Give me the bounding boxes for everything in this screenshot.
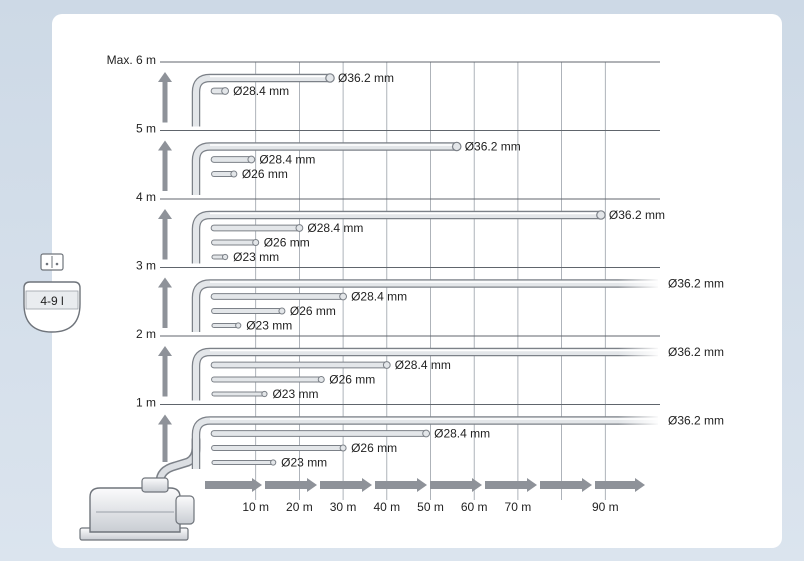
pipe-run	[191, 210, 606, 264]
length-arrow	[205, 478, 262, 492]
pipe-run	[191, 346, 660, 401]
pipe-run	[211, 459, 277, 466]
length-arrow	[485, 478, 537, 492]
tank-volume-label: 4-9 l	[40, 294, 63, 308]
pipe-run	[211, 322, 242, 329]
pipe-diameter-label: Ø28.4 mm	[395, 358, 451, 372]
height-arrow	[158, 277, 172, 328]
tank-icon	[23, 253, 81, 333]
pipe-run	[211, 376, 325, 383]
height-arrows	[158, 72, 172, 462]
length-arrow	[375, 478, 427, 492]
pipe-run	[210, 155, 256, 164]
pipe-run	[191, 277, 660, 332]
pipe-diameter-label: Ø36.2 mm	[609, 208, 665, 222]
y-tick-label: 4 m	[136, 190, 156, 204]
grid	[160, 61, 660, 500]
pipe-run	[210, 87, 230, 95]
x-tick-label: 90 m	[592, 500, 619, 514]
pipe-diameter-label: Ø26 mm	[264, 236, 310, 250]
y-tick-label: 1 m	[136, 396, 156, 410]
pipe-run	[210, 292, 348, 301]
pipe-diameter-label: Ø28.4 mm	[233, 84, 289, 98]
pipe-diameter-label: Ø23 mm	[272, 387, 318, 401]
pipe-run	[211, 239, 260, 246]
length-arrow	[595, 478, 645, 492]
height-arrow	[158, 140, 172, 191]
pipe-run	[211, 307, 286, 315]
length-arrow	[320, 478, 372, 492]
pipe-diameter-label: Ø26 mm	[242, 167, 288, 181]
y-tick-label: Max. 6 m	[107, 53, 156, 67]
x-tick-label: 10 m	[242, 500, 269, 514]
pipe-diameter-label: Ø28.4 mm	[307, 221, 363, 235]
x-tick-label: 40 m	[373, 500, 400, 514]
y-tick-label: 2 m	[136, 327, 156, 341]
height-arrow	[158, 72, 172, 123]
pipe-diameter-label: Ø23 mm	[246, 319, 292, 333]
y-tick-label: 5 m	[136, 122, 156, 136]
pipe-run	[210, 361, 391, 369]
x-tick-label: 60 m	[461, 500, 488, 514]
pipe-diameter-label: Ø36.2 mm	[668, 345, 724, 359]
pipe-diameter-label: Ø28.4 mm	[259, 153, 315, 167]
pipe-run	[210, 429, 431, 438]
pipe-diameter-label: Ø23 mm	[233, 250, 279, 264]
y-tick-label: 3 m	[136, 259, 156, 273]
pipe-run	[191, 73, 335, 127]
height-arrow	[158, 414, 172, 462]
height-arrow	[158, 346, 172, 397]
x-tick-label: 50 m	[417, 500, 444, 514]
length-arrows	[205, 478, 645, 492]
pipe-diameter-label: Ø36.2 mm	[465, 140, 521, 154]
pipe-run	[211, 390, 268, 398]
pipe-run	[191, 414, 660, 469]
pipe-run	[210, 224, 304, 232]
pipe-run	[191, 141, 462, 195]
length-arrow	[265, 478, 317, 492]
pipe-diameter-label: Ø36.2 mm	[338, 71, 394, 85]
pipe-run	[211, 444, 347, 452]
labels: 1 m 2 m 3 m 4 m 5 m Max. 6 m 10 m 20 m 30 m 40 m 5…	[107, 53, 724, 514]
height-arrow	[158, 209, 172, 260]
pipe-diameter-label: Ø26 mm	[290, 304, 336, 318]
x-tick-label: 70 m	[505, 500, 532, 514]
length-arrow	[430, 478, 482, 492]
pipes	[155, 73, 660, 487]
x-tick-label: 20 m	[286, 500, 313, 514]
pipe-diameter-label: Ø28.4 mm	[434, 427, 490, 441]
pipe-diameter-label: Ø36.2 mm	[668, 277, 724, 291]
pipe-run	[211, 170, 238, 178]
pipe-run	[211, 253, 229, 261]
length-arrow	[540, 478, 592, 492]
pipe-diameter-label: Ø28.4 mm	[351, 290, 407, 304]
x-tick-label: 30 m	[330, 500, 357, 514]
pipe-diameter-label: Ø36.2 mm	[668, 414, 724, 428]
pipe-diameter-label: Ø23 mm	[281, 456, 327, 470]
pipe-diameter-label: Ø26 mm	[329, 373, 375, 387]
pipe-diameter-label: Ø26 mm	[351, 441, 397, 455]
pump-device	[79, 477, 195, 541]
